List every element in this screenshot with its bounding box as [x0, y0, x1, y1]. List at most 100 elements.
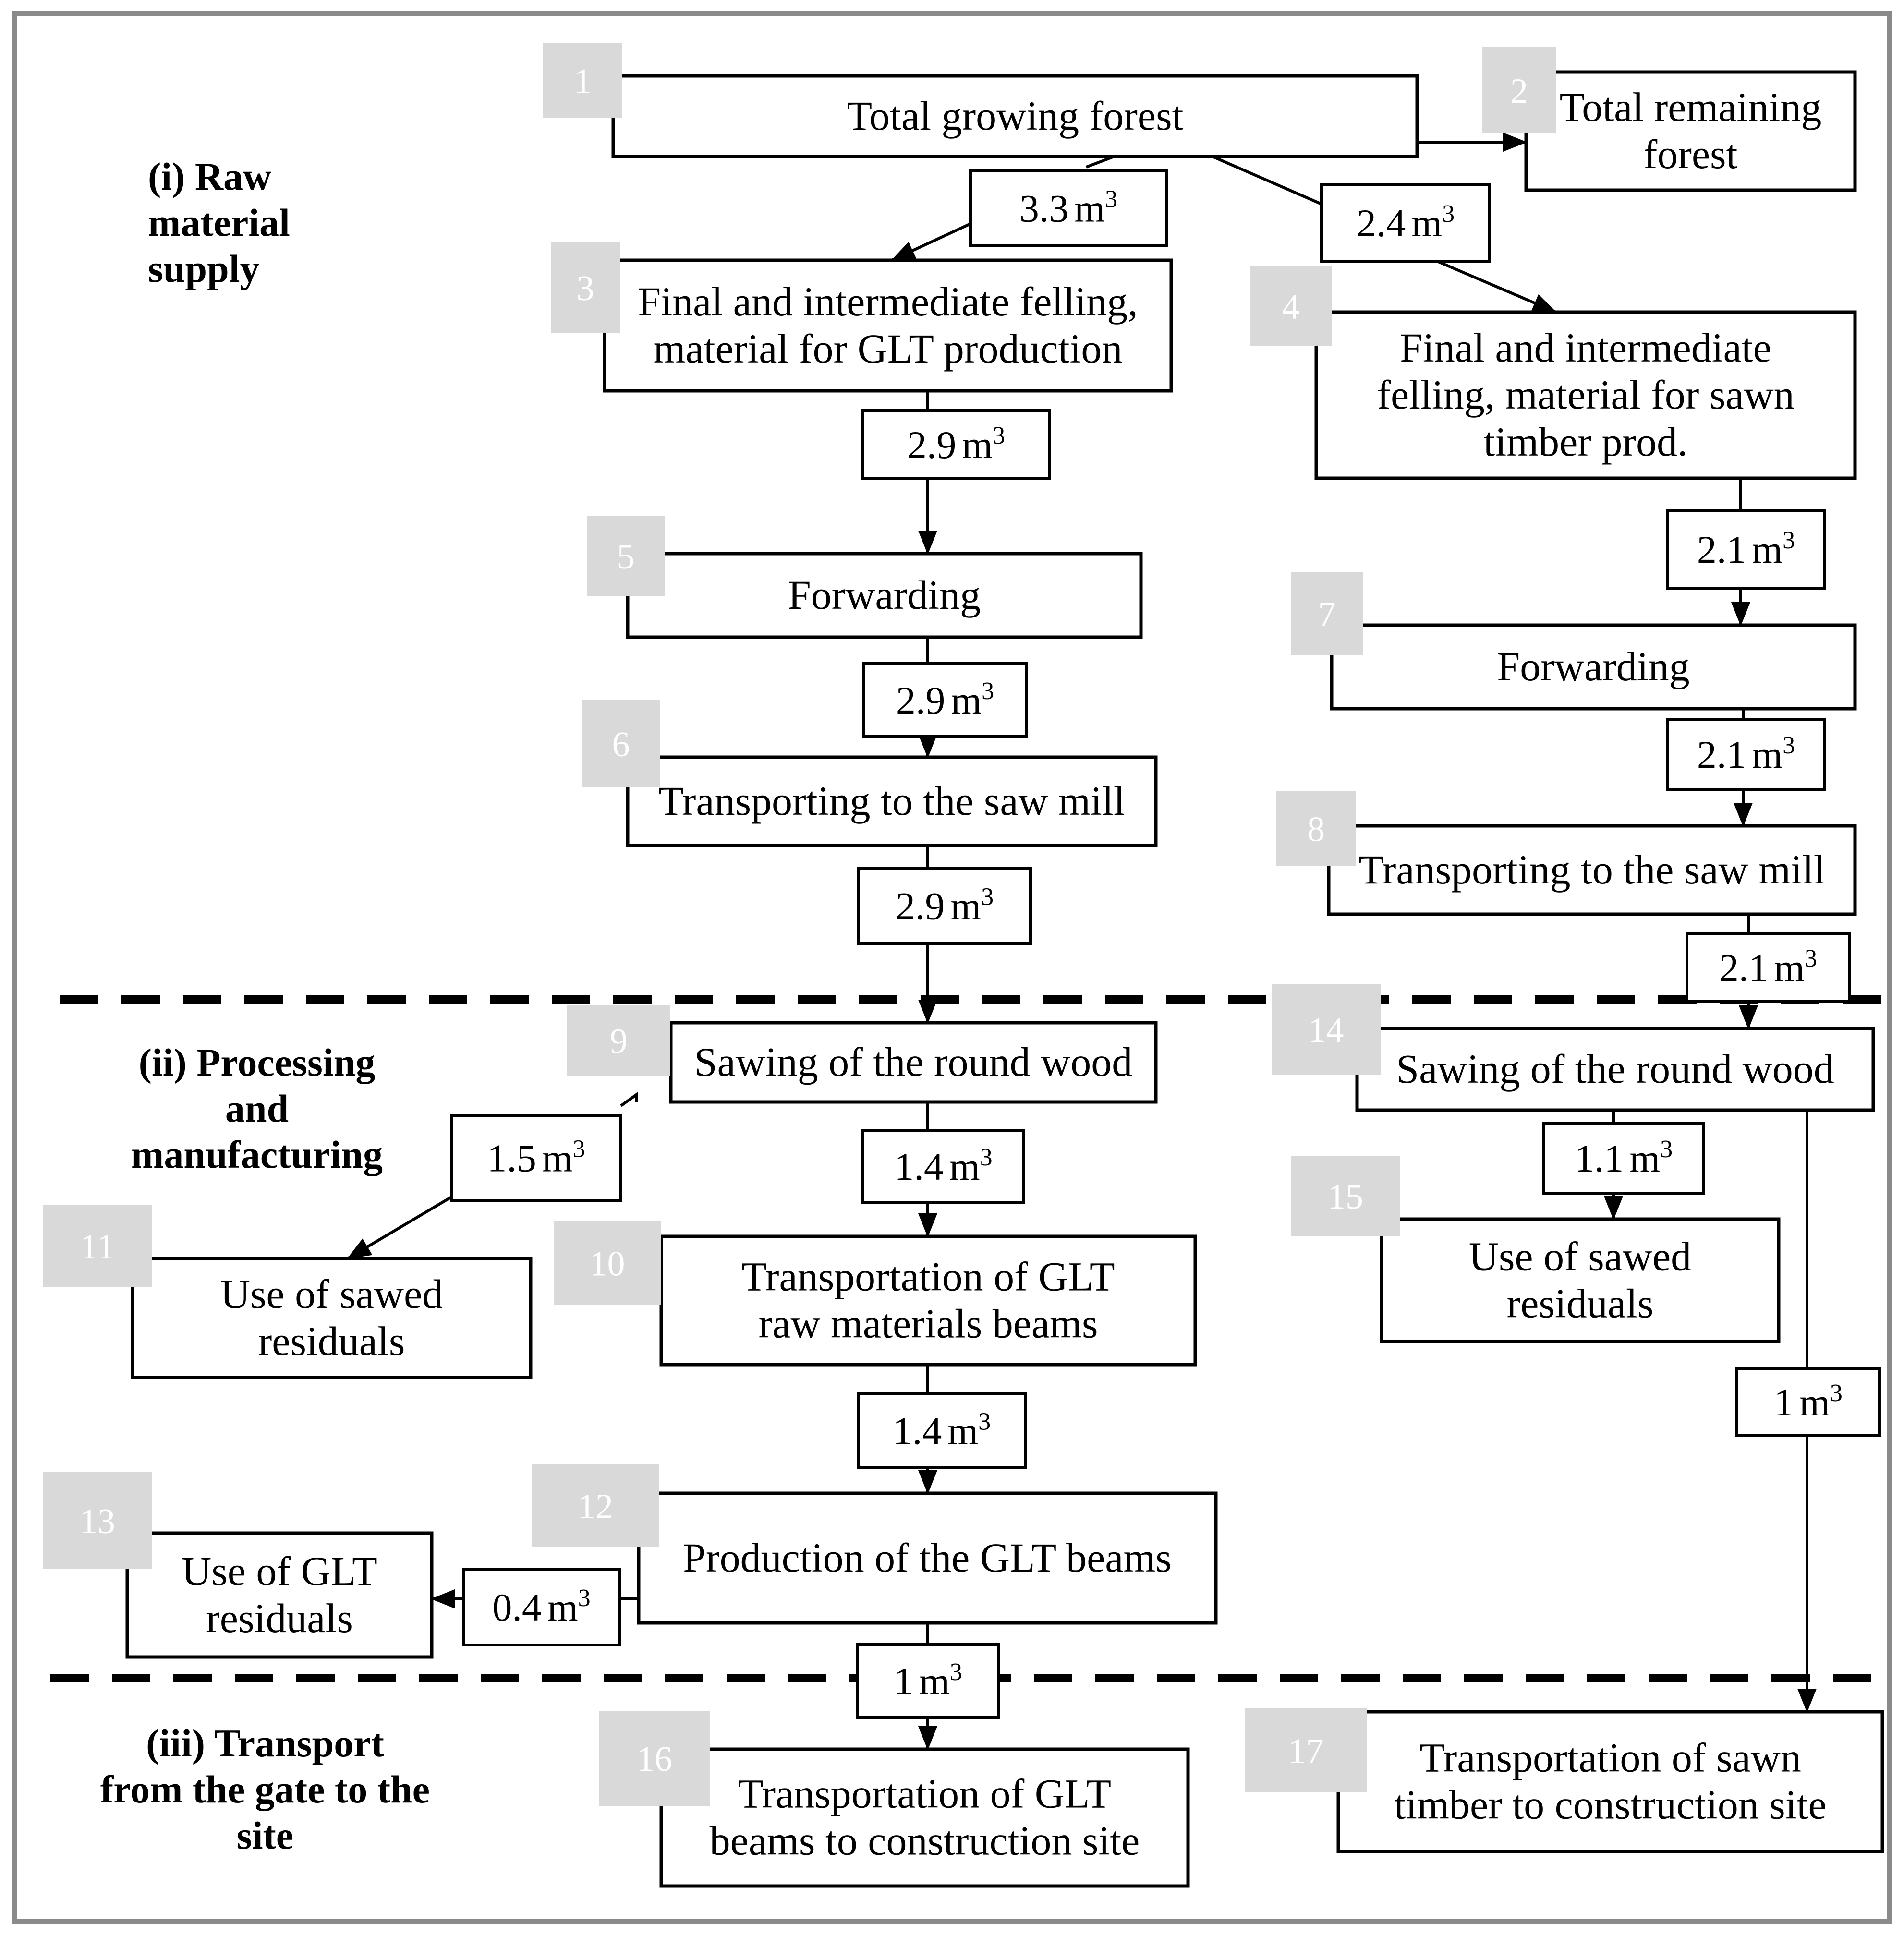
step-label: Transporting to the saw mill — [1358, 847, 1825, 893]
step-number: 3 — [577, 269, 594, 308]
step-number: 15 — [1328, 1177, 1363, 1217]
step-number: 9 — [610, 1022, 628, 1061]
step-number-tag — [1276, 791, 1356, 866]
volume-box — [1320, 183, 1491, 263]
step-box — [1330, 623, 1857, 711]
flow-arrow — [891, 222, 971, 262]
step-label: Forwarding — [1497, 643, 1689, 689]
step-label: Final and intermediate felling,material … — [638, 278, 1138, 372]
step-number: 10 — [590, 1245, 625, 1284]
step-box — [659, 1747, 1190, 1888]
step-box — [637, 1491, 1218, 1625]
volume-box — [1666, 509, 1826, 590]
step-number-tag — [1245, 1708, 1367, 1792]
step-box — [626, 552, 1143, 639]
step-box — [611, 74, 1419, 158]
step-box — [1327, 824, 1857, 916]
step-number-tag — [1272, 984, 1381, 1075]
step-number-tag — [532, 1464, 659, 1547]
step-number: 17 — [1288, 1732, 1324, 1771]
flow-connector — [1212, 155, 1322, 206]
step-number: 1 — [574, 62, 592, 101]
flow-arrow — [1434, 259, 1557, 314]
step-number-tag — [587, 516, 665, 596]
step-box — [1524, 70, 1857, 192]
volume-box — [450, 1114, 622, 1202]
step-box — [603, 258, 1173, 393]
step-label: Forwarding — [788, 572, 981, 618]
step-box — [669, 1021, 1158, 1104]
step-number: 11 — [80, 1227, 114, 1267]
volume-box — [857, 1392, 1027, 1469]
step-label: Total growing forest — [847, 93, 1184, 139]
step-box — [659, 1234, 1197, 1367]
step-box — [626, 755, 1158, 847]
flow-connector — [1085, 155, 1115, 169]
volume-box — [856, 1643, 1000, 1719]
step-label: Transporting to the saw mill — [658, 778, 1125, 824]
step-number-tag — [551, 242, 620, 333]
step-number: 16 — [637, 1740, 672, 1779]
step-number-tag — [554, 1221, 661, 1305]
volume-box — [861, 1129, 1025, 1204]
step-number: 13 — [80, 1502, 115, 1541]
volume-box — [462, 1568, 621, 1646]
step-number-tag — [1291, 572, 1363, 655]
volume-box — [1666, 718, 1826, 791]
step-number: 14 — [1309, 1011, 1344, 1050]
volume-box — [1542, 1122, 1705, 1195]
step-number-tag — [43, 1205, 152, 1287]
step-number: 2 — [1510, 72, 1528, 111]
step-label: Production of the GLT beams — [683, 1535, 1172, 1581]
volume-box — [1735, 1367, 1881, 1437]
volume-box — [861, 409, 1051, 480]
flow-arrow — [347, 1196, 452, 1260]
step-number-tag — [543, 43, 622, 118]
step-box — [125, 1531, 434, 1659]
